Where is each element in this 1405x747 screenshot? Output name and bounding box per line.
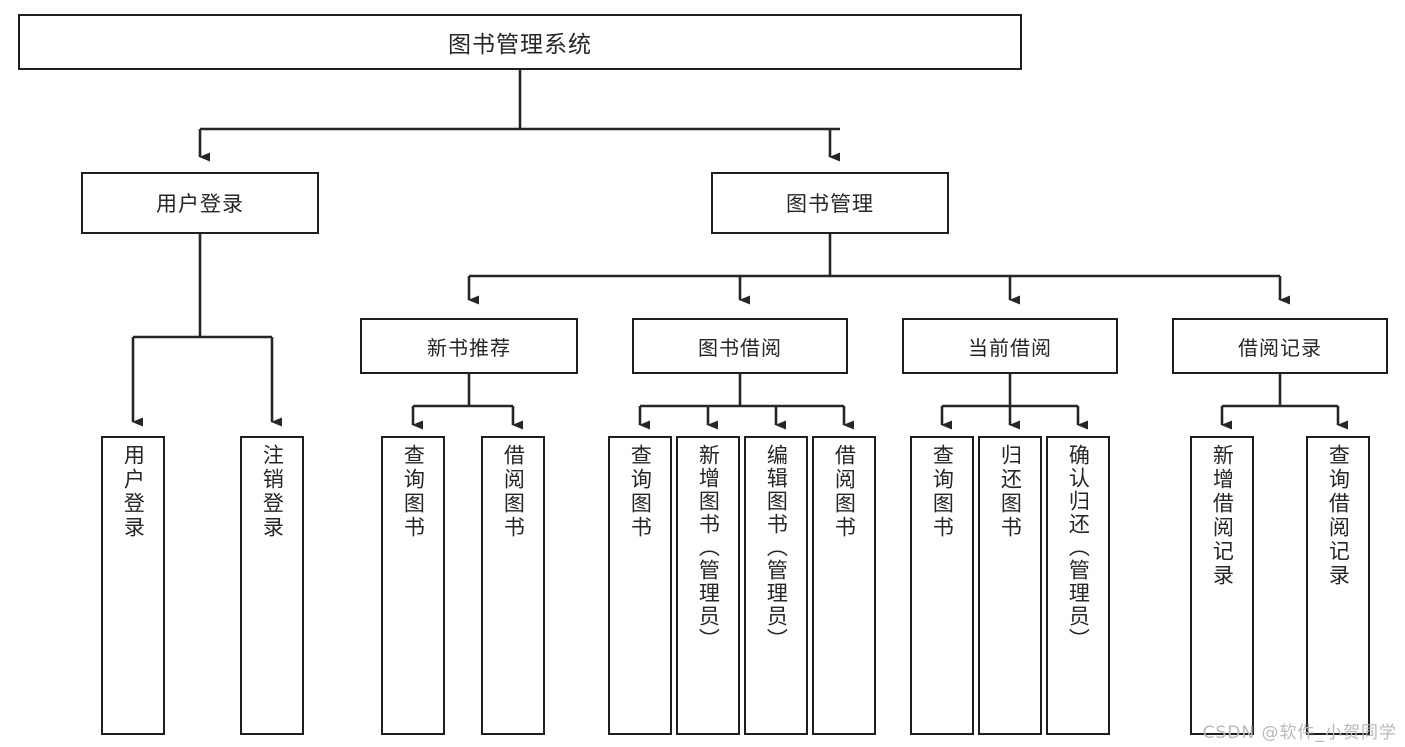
leaf-query-book-3-label: 查询图书 (930, 444, 955, 540)
leaf-query-record-label: 查询借阅记录 (1326, 444, 1351, 588)
node-book-borrow[interactable]: 图书借阅 (632, 318, 848, 374)
node-book-manage-label: 图书管理 (786, 192, 874, 216)
node-root[interactable]: 图书管理系统 (18, 14, 1022, 70)
leaf-query-book-1[interactable]: 查询图书 (381, 436, 445, 735)
leaf-confirm-return-label: 确认归还（管理员） (1066, 444, 1091, 651)
leaf-borrow-book-2[interactable]: 借阅图书 (812, 436, 876, 735)
node-new-book-recommend-label: 新书推荐 (427, 335, 511, 360)
node-current-borrow-label: 当前借阅 (968, 335, 1052, 360)
node-user-login[interactable]: 用户登录 (81, 172, 319, 234)
leaf-query-book-2[interactable]: 查询图书 (608, 436, 672, 735)
leaf-borrow-book-1-label: 借阅图书 (501, 444, 526, 540)
leaf-borrow-book-2-label: 借阅图书 (832, 444, 857, 540)
node-borrow-record[interactable]: 借阅记录 (1172, 318, 1388, 374)
leaf-query-book-1-label: 查询图书 (401, 444, 426, 540)
node-root-label: 图书管理系统 (448, 32, 592, 58)
leaf-edit-book[interactable]: 编辑图书（管理员） (744, 436, 808, 735)
leaf-borrow-book-1[interactable]: 借阅图书 (481, 436, 545, 735)
node-book-manage[interactable]: 图书管理 (711, 172, 949, 234)
leaf-add-book[interactable]: 新增图书（管理员） (676, 436, 740, 735)
leaf-confirm-return[interactable]: 确认归还（管理员） (1046, 436, 1110, 735)
leaf-query-book-2-label: 查询图书 (628, 444, 653, 540)
leaf-query-record[interactable]: 查询借阅记录 (1306, 436, 1370, 735)
leaf-add-record-label: 新增借阅记录 (1210, 444, 1235, 588)
leaf-user-login-label: 用户登录 (121, 444, 146, 540)
leaf-return-book-label: 归还图书 (998, 444, 1023, 540)
leaf-logout-label: 注销登录 (260, 444, 285, 540)
leaf-return-book[interactable]: 归还图书 (978, 436, 1042, 735)
node-new-book-recommend[interactable]: 新书推荐 (360, 318, 578, 374)
node-book-borrow-label: 图书借阅 (698, 335, 782, 360)
node-user-login-label: 用户登录 (156, 192, 244, 216)
leaf-edit-book-label: 编辑图书（管理员） (764, 444, 789, 651)
leaf-add-record[interactable]: 新增借阅记录 (1190, 436, 1254, 735)
watermark: CSDN @软件_小贺同学 (1202, 723, 1397, 743)
leaf-logout[interactable]: 注销登录 (240, 436, 304, 735)
leaf-add-book-label: 新增图书（管理员） (696, 444, 721, 651)
leaf-user-login[interactable]: 用户登录 (101, 436, 165, 735)
node-borrow-record-label: 借阅记录 (1238, 335, 1322, 360)
node-current-borrow[interactable]: 当前借阅 (902, 318, 1118, 374)
leaf-query-book-3[interactable]: 查询图书 (910, 436, 974, 735)
